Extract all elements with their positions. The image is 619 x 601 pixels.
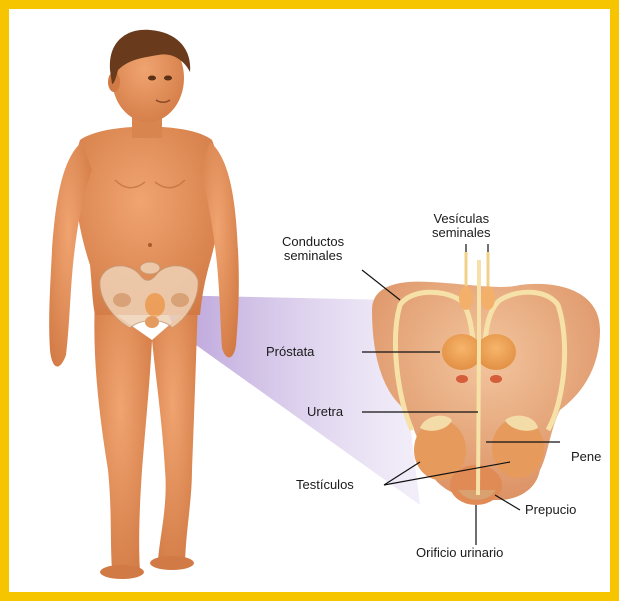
label-uretra: Uretra	[307, 405, 343, 419]
label-vesiculas-seminales: Vesículas seminales	[432, 212, 491, 240]
label-testiculos: Testículos	[296, 478, 354, 492]
label-prostata: Próstata	[266, 345, 314, 359]
label-prepucio: Prepucio	[525, 503, 576, 517]
label-orificio-urinario: Orificio urinario	[416, 546, 503, 560]
label-pene: Pene	[571, 450, 601, 464]
label-conductos-seminales: Conductos seminales	[282, 235, 344, 263]
